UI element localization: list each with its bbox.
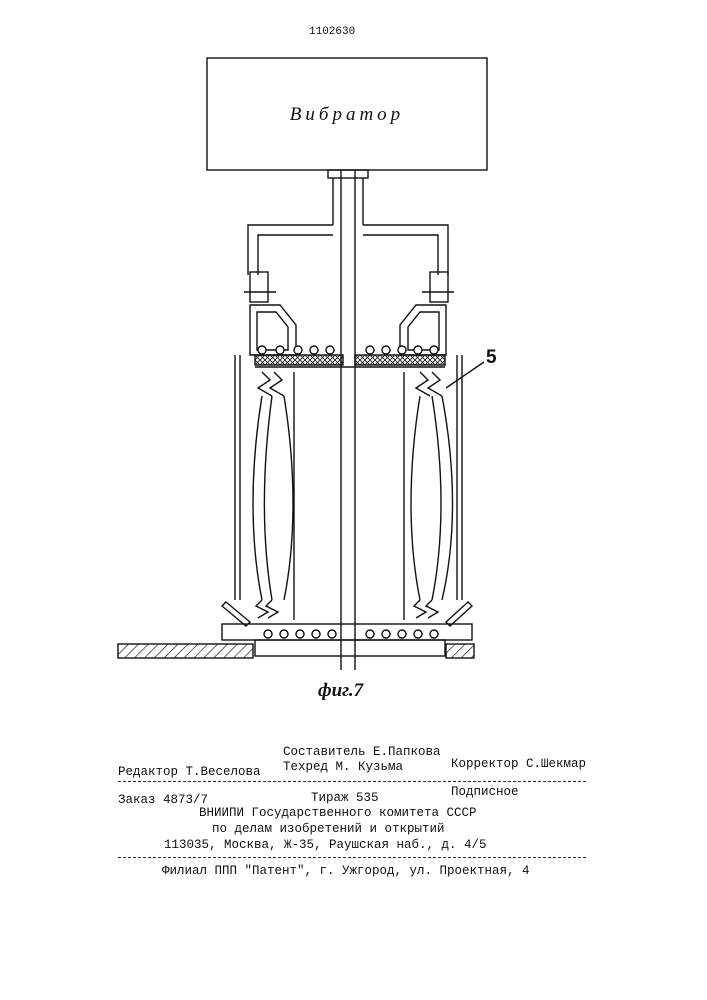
org-line2: по делам изобретений и открытий <box>212 822 445 836</box>
org-line1: ВНИИПИ Государственного комитета СССР <box>199 806 477 820</box>
figure-label: фиг.7 <box>318 680 363 702</box>
ground-right <box>446 644 474 658</box>
divider <box>118 781 586 782</box>
compiler: Составитель Е.Папкова <box>283 745 441 759</box>
techred: Техред М. Кузьма <box>283 760 403 774</box>
vibrator-label: Вибратор <box>290 104 404 125</box>
address: 113035, Москва, Ж-35, Раушская наб., д. … <box>164 838 487 852</box>
editor: Редактор Т.Веселова <box>118 765 261 779</box>
divider <box>118 857 586 858</box>
order: Заказ 4873/7 <box>118 793 208 807</box>
subscription: Подписное <box>451 785 519 799</box>
reference-numeral: 5 <box>486 347 497 369</box>
corrector: Корректор С.Шекмар <box>451 757 586 771</box>
branch: Филиал ППП "Патент", г. Ужгород, ул. Про… <box>162 864 530 878</box>
circulation: Тираж 535 <box>311 791 379 805</box>
ground-left <box>118 644 253 658</box>
